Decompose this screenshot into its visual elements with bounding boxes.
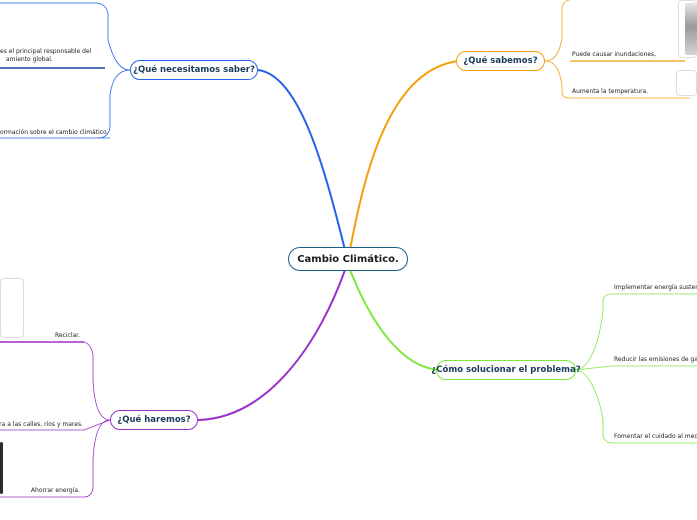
central-topic-label: Cambio Climático. — [297, 254, 399, 265]
leaf-haremos-ahorrar[interactable]: Ahorrar energía. — [31, 487, 80, 495]
leaf-saber-responsable[interactable]: es el principal responsable del amiento … — [0, 48, 91, 64]
topic-label: ¿Qué necesitamos saber? — [133, 65, 255, 75]
leaf-text-line: Reducir las emisiones de gase — [614, 356, 697, 364]
leaf-solucionar-energia[interactable]: Implementar energía sustent — [614, 284, 697, 292]
connector-haremos-3 — [84, 420, 110, 497]
leaf-solucionar-emisiones[interactable]: Reducir las emisiones de gase — [614, 356, 697, 364]
connector-sabemos — [545, 0, 570, 61]
image-card-flood — [678, 0, 697, 58]
connector-sabemos-2 — [545, 61, 570, 98]
image-card-temperature — [676, 70, 697, 96]
image-card-recycle — [0, 278, 24, 338]
leaf-text-line: amiento global. — [0, 56, 91, 64]
branch-line-solucionar — [350, 270, 440, 370]
connector-solucionar-3 — [575, 370, 612, 443]
branch-line-haremos — [198, 270, 345, 420]
connector-haremos-2 — [84, 420, 110, 430]
leaf-text-line: Aumenta la temperatura. — [572, 88, 648, 96]
leaf-text-line: ormación sobre el cambio climático. — [0, 129, 109, 137]
leaf-haremos-basura[interactable]: ura a las calles, ríos y mares. — [0, 421, 83, 429]
leaf-text-line: Ahorrar energía. — [31, 487, 80, 495]
leaf-text-line: Fomentar el cuidado al medio — [614, 433, 697, 441]
connector-solucionar — [575, 294, 612, 370]
topic-que-necesitamos-saber[interactable]: ¿Qué necesitamos saber? — [130, 60, 258, 80]
connector-saber — [96, 3, 130, 70]
leaf-text-line: Puede causar inundaciones, — [572, 51, 656, 59]
topic-que-sabemos[interactable]: ¿Qué sabemos? — [456, 51, 545, 71]
topic-label: ¿Cómo solucionar el problema? — [431, 365, 580, 375]
leaf-solucionar-cuidado[interactable]: Fomentar el cuidado al medio — [614, 433, 697, 441]
topic-label: ¿Qué haremos? — [117, 415, 190, 425]
leaf-text-line: es el principal responsable del — [0, 48, 91, 56]
central-topic[interactable]: Cambio Climático. — [288, 247, 408, 271]
topic-que-haremos[interactable]: ¿Qué haremos? — [110, 410, 198, 430]
connector-saber-2 — [98, 70, 130, 138]
leaf-sabemos-temperatura[interactable]: Aumenta la temperatura. — [572, 88, 648, 96]
leaf-text-line: Implementar energía sustent — [614, 284, 697, 292]
branch-line-sabemos — [350, 61, 458, 250]
leaf-sabemos-inundaciones[interactable]: Puede causar inundaciones, — [572, 51, 656, 59]
flood-photo — [685, 3, 697, 55]
leaf-haremos-reciclar[interactable]: Reciclar. — [55, 332, 80, 340]
energy-photo — [0, 442, 3, 494]
leaf-text-line: Reciclar. — [55, 332, 80, 340]
leaf-saber-informacion[interactable]: ormación sobre el cambio climático. — [0, 129, 109, 137]
topic-como-solucionar[interactable]: ¿Cómo solucionar el problema? — [436, 360, 576, 380]
branch-line-saber — [258, 70, 345, 250]
topic-label: ¿Qué sabemos? — [463, 56, 537, 66]
leaf-text-line: ura a las calles, ríos y mares. — [0, 421, 83, 429]
connector-haremos — [84, 342, 110, 420]
